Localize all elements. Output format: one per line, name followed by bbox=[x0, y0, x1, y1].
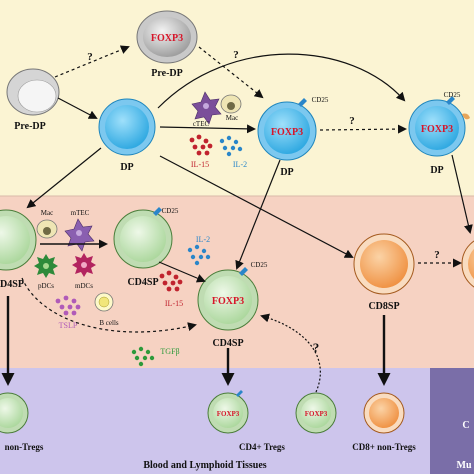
il2-label: IL-2 bbox=[196, 235, 210, 244]
foxp3-label: FOXP3 bbox=[217, 410, 240, 418]
cd8-non-tregs-label: CD8+ non-Tregs bbox=[352, 442, 416, 452]
cd4sp-label: CD4SP bbox=[127, 277, 158, 288]
ctec-label: cTEC bbox=[193, 120, 210, 128]
il15-cytokine-dots bbox=[189, 134, 213, 156]
b-cells-label: B cells bbox=[99, 319, 119, 327]
mucosa-label: Mu bbox=[457, 460, 472, 471]
pdc-icon bbox=[34, 254, 58, 278]
foxp3-label: FOXP3 bbox=[421, 124, 453, 135]
cd8-non-treg-cell bbox=[363, 392, 405, 434]
pre-dp-label: Pre-DP bbox=[151, 68, 182, 79]
blood-lymphoid-label: Blood and Lymphoid Tissues bbox=[143, 460, 266, 471]
cd25-receptor-icon bbox=[239, 267, 248, 276]
question-mark: ? bbox=[233, 49, 239, 61]
dp-cell bbox=[98, 98, 156, 156]
cd25-label: CD25 bbox=[444, 91, 461, 99]
mdc-icon bbox=[72, 253, 96, 277]
cd8sp-cell-right bbox=[461, 240, 474, 288]
mac-label: Mac bbox=[226, 114, 238, 122]
mdcs-label: mDCs bbox=[75, 282, 93, 290]
pre-dp-cell bbox=[6, 68, 60, 116]
question-mark: ? bbox=[313, 340, 320, 355]
question-mark: ? bbox=[434, 249, 440, 261]
cd25-receptor-icon bbox=[298, 98, 307, 107]
cd4sp-foxp3-cd25-cell: FOXP3 bbox=[197, 267, 259, 331]
cd25-label: CD25 bbox=[162, 207, 179, 215]
pre-dp-foxp3-cell: FOXP3 bbox=[136, 10, 198, 64]
tgfb-label: TGFβ bbox=[160, 347, 179, 356]
il2-cytokine-dots bbox=[187, 244, 211, 266]
foxp3-label: FOXP3 bbox=[305, 410, 328, 418]
il2-label: IL-2 bbox=[233, 160, 247, 169]
dp-label: DP bbox=[280, 167, 293, 178]
tslp-label: TSLP bbox=[59, 321, 78, 330]
receptor-icon bbox=[462, 113, 470, 120]
dp-foxp3-cd25-cell-right: FOXP3 bbox=[408, 96, 470, 157]
il15-label: IL-15 bbox=[191, 160, 209, 169]
cd8sp-label: CD8SP bbox=[368, 301, 399, 312]
cd4-treg-cell-2: FOXP3 bbox=[295, 392, 337, 434]
foxp3-label: FOXP3 bbox=[212, 296, 244, 307]
cd4sp-cut-label: D4SP bbox=[0, 279, 24, 290]
tslp-cytokine-dots bbox=[55, 295, 81, 316]
macrophage-icon bbox=[220, 94, 242, 114]
mac-label: Mac bbox=[41, 209, 53, 217]
cd25-label: CD25 bbox=[312, 96, 329, 104]
il15-label: IL-15 bbox=[165, 299, 183, 308]
macrophage-icon bbox=[36, 219, 58, 239]
dp-label: DP bbox=[120, 162, 133, 173]
cd4-non-treg-cell bbox=[0, 392, 29, 434]
b-cell-icon bbox=[94, 292, 114, 312]
dp-foxp3-cd25-cell: FOXP3 bbox=[257, 98, 317, 161]
cd4sp-cell-left bbox=[0, 209, 37, 271]
pdcs-label: pDCs bbox=[38, 282, 54, 290]
ctec-icon bbox=[191, 91, 222, 125]
cd4sp-foxp3-label: CD4SP bbox=[212, 338, 243, 349]
cd25-receptor-icon bbox=[236, 390, 243, 397]
il15-cytokine-dots bbox=[159, 270, 183, 292]
mucosa-band bbox=[430, 368, 474, 474]
tgfb-cytokine-dots bbox=[131, 346, 155, 367]
question-mark: ? bbox=[87, 51, 93, 63]
cd4sp-cd25-cell bbox=[113, 207, 173, 269]
cd25-receptor-icon bbox=[446, 96, 455, 105]
mucosa-c-label: C bbox=[462, 420, 469, 431]
non-tregs-label: non-Tregs bbox=[5, 442, 44, 452]
il2-cytokine-dots bbox=[219, 135, 243, 157]
mtec-icon bbox=[64, 218, 95, 252]
cd4-treg-cell: FOXP3 bbox=[207, 390, 249, 434]
dp-label: DP bbox=[430, 165, 443, 176]
cd4-tregs-label: CD4+ Tregs bbox=[239, 442, 285, 452]
cd25-receptor-icon bbox=[153, 207, 162, 216]
cd8sp-cell bbox=[353, 233, 415, 295]
foxp3-label: FOXP3 bbox=[271, 127, 303, 138]
foxp3-label: FOXP3 bbox=[151, 33, 183, 44]
question-mark: ? bbox=[349, 115, 355, 127]
cd25-label: CD25 bbox=[251, 261, 268, 269]
mtec-label: mTEC bbox=[71, 209, 90, 217]
pre-dp-left-label: Pre-DP bbox=[14, 121, 45, 132]
